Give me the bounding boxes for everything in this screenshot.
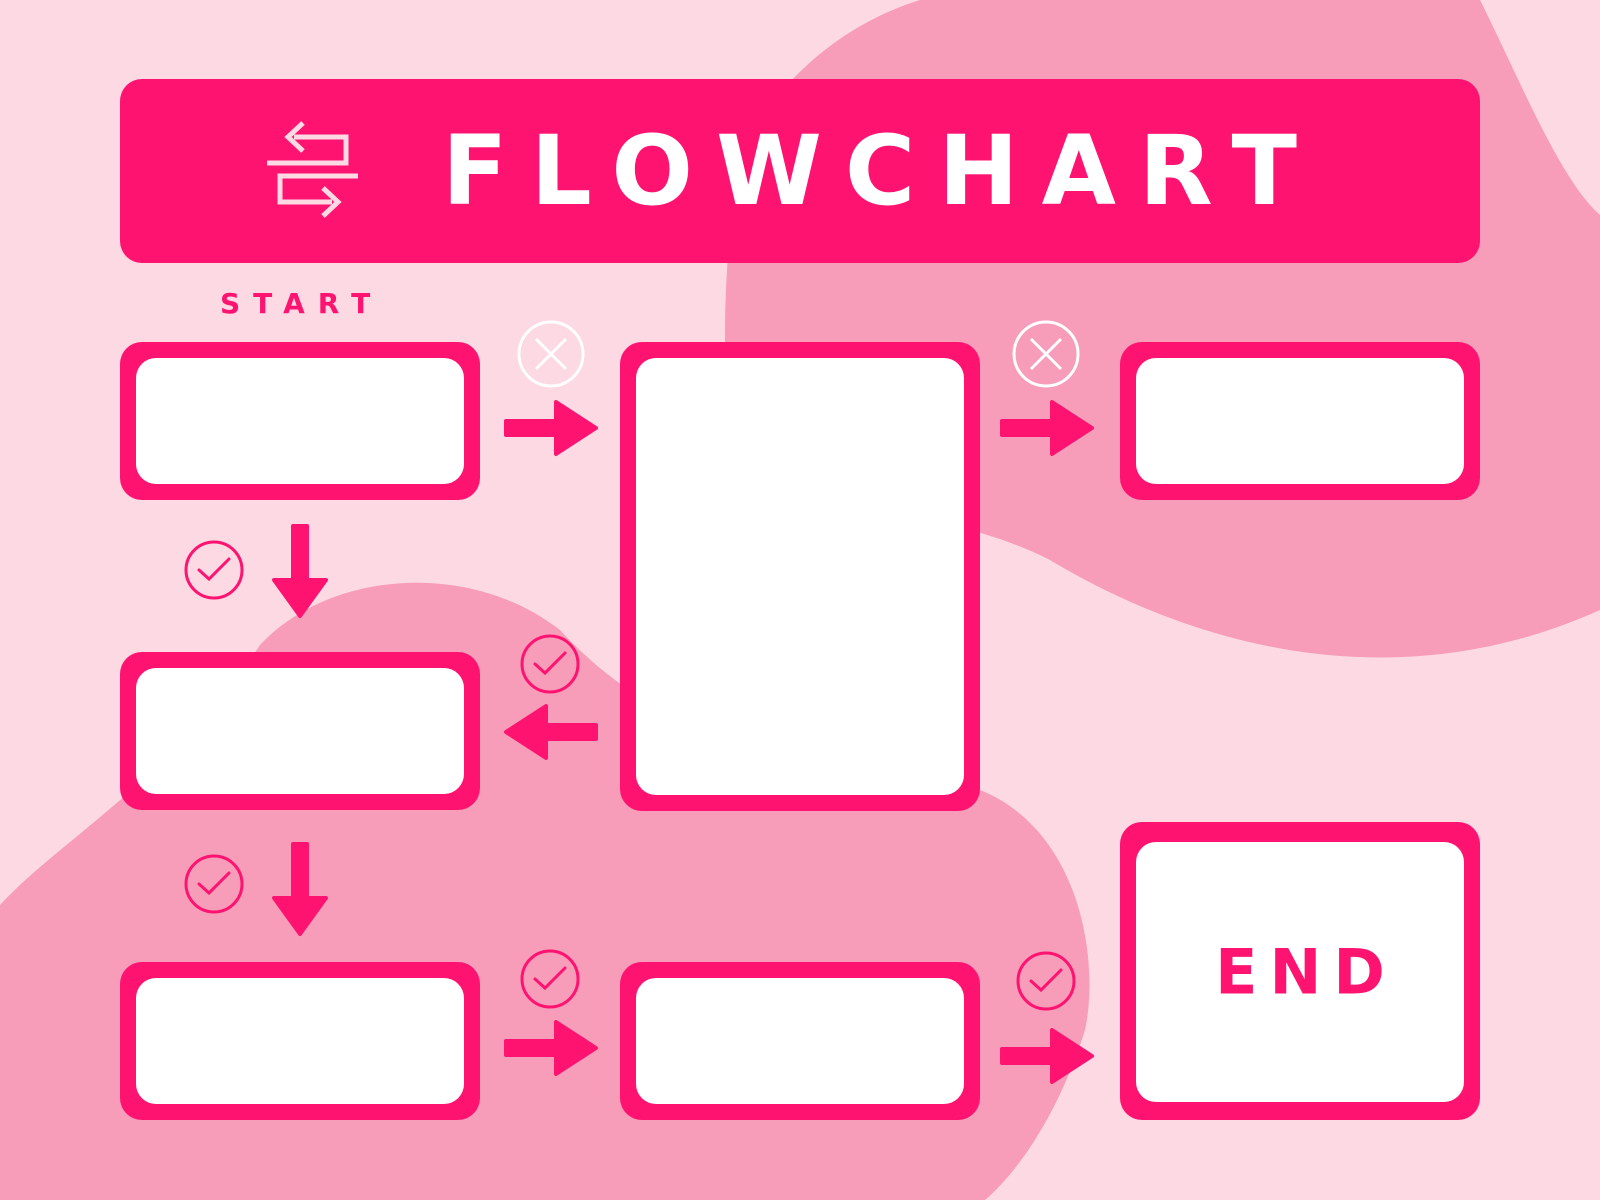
box-center-bottom[interactable] [620, 962, 980, 1120]
arrow-left-center-to-left-middle [504, 704, 598, 760]
box-left-middle-content[interactable] [136, 668, 464, 794]
box-end[interactable]: END [1120, 822, 1480, 1120]
box-start-content[interactable] [136, 358, 464, 484]
end-label: END [1215, 935, 1397, 1009]
check-circle-icon [520, 949, 580, 1009]
check-circle-icon [520, 634, 580, 694]
box-left-middle[interactable] [120, 652, 480, 810]
box-center-tall[interactable] [620, 342, 980, 811]
x-circle-icon [517, 320, 585, 388]
box-start[interactable] [120, 342, 480, 500]
swap-arrows-icon [267, 121, 358, 218]
arrow-right-bottom-left-to-center [504, 1020, 598, 1076]
arrow-down-left-middle-to-left-bottom [272, 842, 328, 936]
start-label: START [220, 287, 384, 320]
x-circle-icon [1012, 320, 1080, 388]
page-title: FLOWCHART [442, 115, 1321, 227]
check-circle-icon [184, 854, 244, 914]
box-left-bottom-content[interactable] [136, 978, 464, 1104]
arrow-right-center-to-top-right [1000, 400, 1094, 456]
box-center-tall-content[interactable] [636, 358, 964, 795]
arrow-right-center-bottom-to-end [1000, 1028, 1094, 1084]
box-left-bottom[interactable] [120, 962, 480, 1120]
arrow-right-start-to-center [504, 400, 598, 456]
check-circle-icon [184, 540, 244, 600]
arrow-down-start-to-left-middle [272, 524, 328, 618]
box-top-right-content[interactable] [1136, 358, 1464, 484]
title-banner: FLOWCHART [120, 79, 1480, 263]
box-end-content[interactable]: END [1136, 842, 1464, 1102]
box-top-right[interactable] [1120, 342, 1480, 500]
check-circle-icon [1016, 951, 1076, 1011]
box-center-bottom-content[interactable] [636, 978, 964, 1104]
